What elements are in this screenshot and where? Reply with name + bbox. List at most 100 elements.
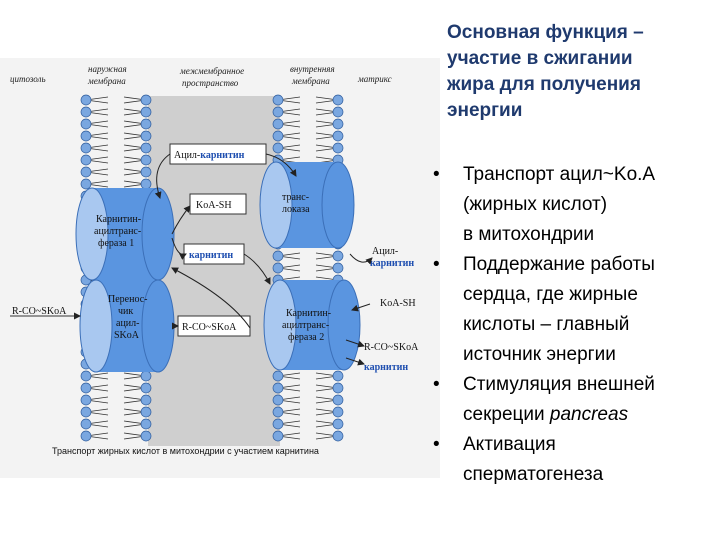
lipid-head bbox=[332, 418, 344, 430]
lipid-head bbox=[80, 418, 92, 430]
translocase-label-1: транс- bbox=[282, 192, 309, 203]
bullet-3-line-2: секреции pancreas bbox=[463, 400, 720, 430]
lipid-head bbox=[80, 154, 92, 166]
lipid-head bbox=[80, 370, 92, 382]
lipid-head bbox=[332, 406, 344, 418]
lipid-head bbox=[332, 130, 344, 142]
carrier-label-4: SKoA bbox=[114, 330, 140, 341]
lipid-head bbox=[140, 418, 152, 430]
lipid-head bbox=[80, 130, 92, 142]
lipid-head bbox=[272, 118, 284, 130]
enzyme1-label-1: Карнитин- bbox=[96, 214, 141, 225]
enzyme1-cylinder bbox=[75, 187, 175, 281]
lipid-head bbox=[80, 394, 92, 406]
lipid-head bbox=[140, 430, 152, 442]
label-matrix: матрикс bbox=[357, 74, 392, 84]
lipid-head bbox=[140, 166, 152, 178]
lipid-head bbox=[80, 166, 92, 178]
lipid-head bbox=[80, 382, 92, 394]
bullet-3-line-2-text: секреции bbox=[463, 404, 550, 425]
lipid-head bbox=[272, 430, 284, 442]
label-intermembrane-2: пространство bbox=[182, 78, 239, 88]
label-inner-membrane-2: мембрана bbox=[291, 76, 330, 86]
lipid-head bbox=[80, 430, 92, 442]
translocase-label-2: локаза bbox=[282, 204, 310, 215]
lipid-head bbox=[332, 394, 344, 406]
carrier-label-2: чик bbox=[118, 306, 133, 317]
enzyme2-label-3: фераза 2 bbox=[288, 332, 324, 343]
lipid-head bbox=[272, 370, 284, 382]
bullet-1-line-1: Транспорт ацил~Ko.A bbox=[463, 164, 656, 185]
carrier-cylinder bbox=[79, 279, 175, 373]
enzyme1-label-3: фераза 1 bbox=[98, 238, 134, 249]
lipid-head bbox=[140, 154, 152, 166]
lipid-head bbox=[272, 418, 284, 430]
translocase-cylinder bbox=[259, 161, 355, 249]
lipid-head bbox=[332, 430, 344, 442]
title-line-2: участие в сжигании bbox=[447, 48, 633, 69]
lipid-head bbox=[140, 178, 152, 190]
bullet-dot-icon: • bbox=[433, 434, 440, 455]
title-line-1: Основная функция – bbox=[447, 22, 644, 43]
bullet-list: • Транспорт ацил~Ko.A (жирных кислот) в … bbox=[433, 160, 720, 490]
rcoskoa-matrix-label: R-CO~SKoA bbox=[364, 342, 419, 353]
carrier-label-3: ацил- bbox=[116, 318, 139, 329]
rcoskoa-text-mid: R-CO~SKoA bbox=[182, 322, 237, 333]
bullet-2-line-4: источник энергии bbox=[463, 344, 616, 365]
acyl-matrix-label: Ацил- bbox=[372, 246, 398, 257]
label-cytosol: цитозоль bbox=[10, 74, 46, 84]
lipid-head bbox=[332, 382, 344, 394]
enzyme2-cylinder bbox=[263, 279, 361, 371]
carrier-label-1: Перенос- bbox=[108, 294, 147, 305]
koa-sh-box-1 bbox=[189, 193, 247, 215]
bullet-1-line-3: в митохондрии bbox=[463, 224, 595, 245]
lipid-head bbox=[332, 370, 344, 382]
lipid-head bbox=[80, 142, 92, 154]
lipid-head bbox=[80, 118, 92, 130]
label-intermembrane-1: межмембранное bbox=[179, 66, 244, 76]
lipid-head bbox=[140, 382, 152, 394]
flow-arrows bbox=[154, 153, 373, 366]
lipid-head bbox=[140, 406, 152, 418]
bullet-dot-icon: • bbox=[433, 254, 440, 275]
lipid-head bbox=[272, 262, 284, 274]
label-inner-membrane-1: внутренняя bbox=[290, 64, 335, 74]
lipid-head bbox=[140, 106, 152, 118]
acyl-carnitine-text: Ацил-карнитин bbox=[174, 150, 245, 161]
bullet-4-line-1: Активация bbox=[463, 434, 556, 455]
enzyme1-label-2: ацилтранс- bbox=[94, 226, 141, 237]
lipid-head bbox=[332, 118, 344, 130]
lipid-head bbox=[332, 106, 344, 118]
lipid-head bbox=[80, 106, 92, 118]
bullet-item-spermatogenesis: • Активация сперматогенеза bbox=[433, 430, 720, 490]
lipid-head bbox=[272, 382, 284, 394]
label-outer-membrane-2: мембрана bbox=[87, 76, 126, 86]
title-line-3: жира для получения bbox=[447, 74, 641, 95]
lipid-head bbox=[272, 142, 284, 154]
bullet-dot-icon: • bbox=[433, 374, 440, 395]
bullet-item-pancreas: • Стимуляция внешней секреции pancreas bbox=[433, 370, 720, 430]
lipid-head bbox=[332, 262, 344, 274]
lipid-head bbox=[140, 142, 152, 154]
lipid-head bbox=[272, 106, 284, 118]
bullet-2-line-2: сердца, где жирные bbox=[463, 284, 638, 305]
lipid-head bbox=[272, 94, 284, 106]
lipid-head bbox=[272, 394, 284, 406]
lipid-head bbox=[332, 142, 344, 154]
title-line-4: энергии bbox=[447, 100, 523, 121]
carnitine-text: карнитин bbox=[189, 250, 233, 261]
koa-sh-matrix-label: KoA-SH bbox=[380, 298, 416, 309]
bullet-4-line-2: сперматогенеза bbox=[463, 464, 604, 485]
bullet-2-line-1: Поддержание работы bbox=[463, 254, 655, 275]
lipid-head bbox=[140, 370, 152, 382]
lipid-head bbox=[140, 94, 152, 106]
enzyme2-label-1: Карнитин- bbox=[286, 308, 331, 319]
bullet-1-line-2: (жирных кислот) bbox=[463, 194, 608, 215]
koa-sh-text-1: KoA-SH bbox=[196, 200, 232, 211]
diagram-caption: Транспорт жирных кислот в митохондрии с … bbox=[52, 446, 319, 456]
lipid-head bbox=[272, 130, 284, 142]
lipid-head bbox=[332, 250, 344, 262]
bullet-item-transport: • Транспорт ацил~Ko.A (жирных кислот) в … bbox=[433, 160, 720, 250]
bullet-3-italic: pancreas bbox=[549, 404, 629, 425]
lipid-head bbox=[140, 394, 152, 406]
